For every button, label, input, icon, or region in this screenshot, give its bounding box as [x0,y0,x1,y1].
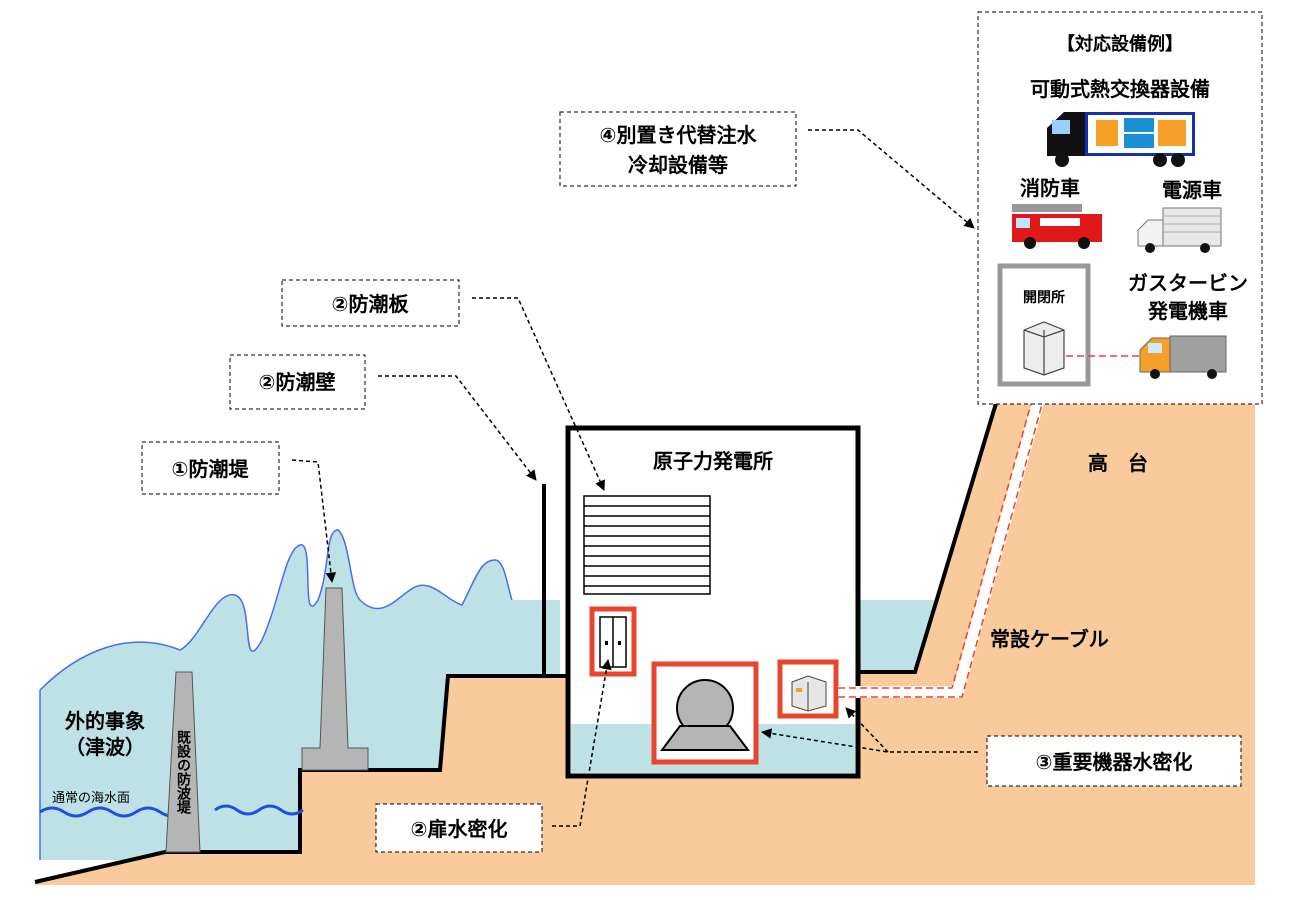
ground [35,390,1255,885]
callout-door-label: ②扉水密化 [411,817,508,841]
electrical-panel-icon [791,675,827,712]
heat-exchanger-truck-icon [1047,112,1195,167]
cable-band [838,386,1048,698]
normal-sea-level-label: 通常の海水面 [52,791,130,806]
equipment-examples-title: 【対応設備例】 [1057,33,1183,55]
power-truck-icon [1137,207,1222,253]
arrow-door [552,658,612,827]
cable-label: 常設ケーブル [990,627,1109,651]
tank-base-icon [660,725,750,751]
permanent-cable [838,385,1048,698]
callout-tide-wall-label: ②防潮壁 [259,370,336,394]
callout-seawall-label: ①防潮堤 [172,457,250,481]
external-event-subtitle: （津波） [65,735,145,759]
highland-label: 高 台 [1088,451,1148,475]
arrow-tide-board [472,297,605,491]
existing-breakwater [165,671,201,853]
fire-truck-icon [1012,204,1102,249]
callout-tide-board: ②防潮板 [281,279,460,327]
callout-tide-wall: ②防潮壁 [229,354,366,410]
callout-door: ②扉水密化 [375,803,543,853]
arrow-tide-wall [378,375,537,481]
callout-equipment-label: ③重要機器水密化 [1036,750,1193,774]
fire-truck-label: 消防車 [1020,176,1080,200]
arrow-equipment-panel [845,707,889,753]
plant-title: 原子力発電所 [653,449,773,473]
gas-turbine-label-line2: 発電機車 [1147,299,1228,323]
callout-alt-water-line1: ④別置き代替注水 [600,123,758,147]
heat-exchanger-label: 可動式熱交換器設備 [1030,77,1210,101]
callout-alt-water: ④別置き代替注水 冷却設備等 [559,111,797,187]
arrow-equipment-tank [760,728,978,753]
electrical-panel-highlight [777,659,839,719]
power-truck-label: 電源車 [1162,178,1222,202]
tide-board [583,495,711,595]
gas-turbine-label-line1: ガスタービン [1128,271,1248,295]
normal-sea-level-line [39,804,304,818]
door-highlight [589,606,637,677]
callout-seawall: ①防潮堤 [141,441,280,495]
callout-equipment: ③重要機器水密化 [986,735,1242,787]
existing-breakwater-label: 既設の防波堤 [175,730,191,815]
callout-tide-board-label: ②防潮板 [332,292,410,316]
arrow-seawall [291,459,337,584]
callout-alt-water-line2: 冷却設備等 [628,153,728,177]
arrow-alt-water [808,129,975,229]
seawall [301,587,369,771]
switchyard-label: 開閉所 [1023,289,1065,306]
gas-turbine-truck-icon [1139,335,1227,379]
tsunami-wave-outline [39,529,513,691]
switchyard-building-icon [1023,321,1065,376]
external-event-title: 外的事象 [65,709,145,733]
